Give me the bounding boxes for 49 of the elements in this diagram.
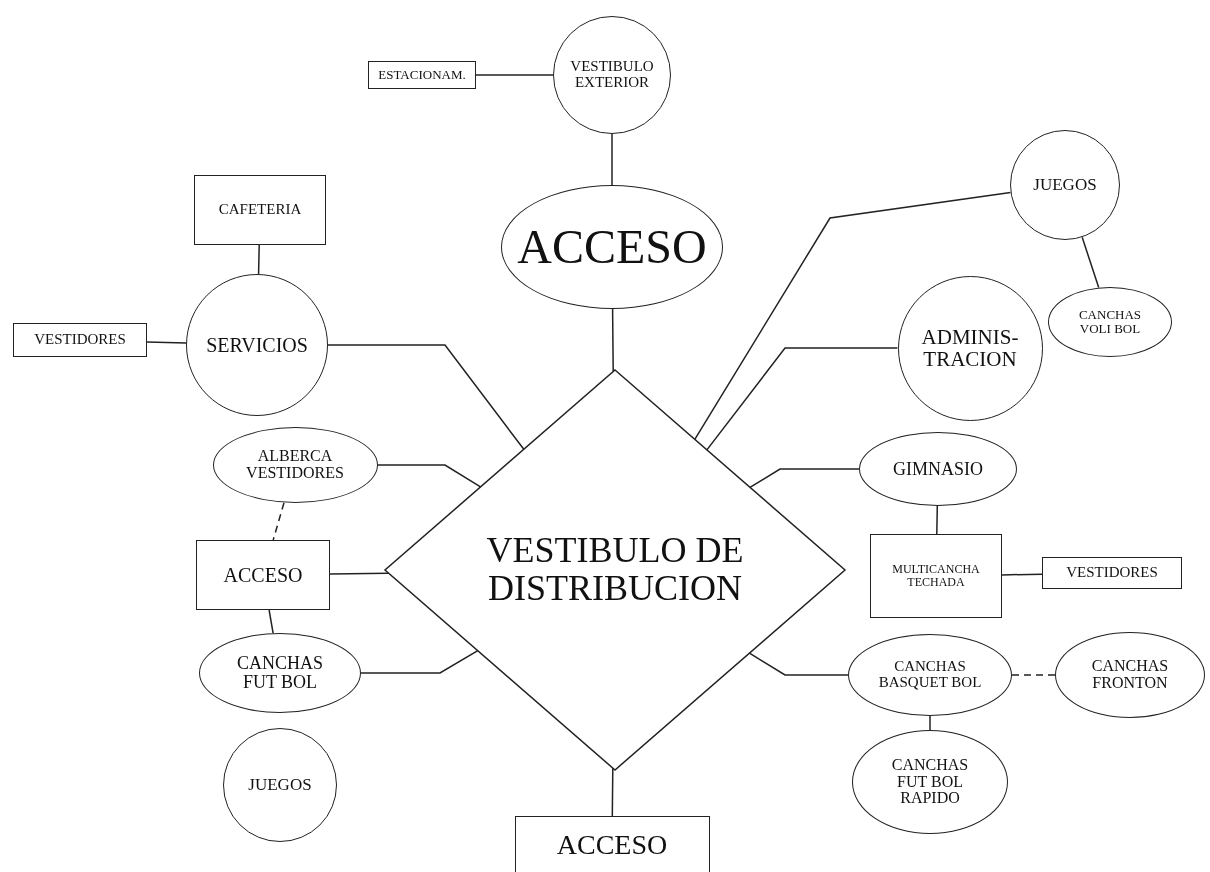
room-box <box>13 323 147 357</box>
node-label: CANCHAS VOLI BOL <box>1077 308 1143 336</box>
connector-line <box>694 191 1012 441</box>
node-label: ACCESO <box>223 564 303 586</box>
connector-line <box>1081 236 1100 289</box>
connector-line <box>611 308 614 373</box>
node-label: ESTACIONAM. <box>378 68 466 82</box>
connector-line <box>376 464 482 488</box>
connector-line <box>749 468 860 489</box>
room-box <box>194 175 326 245</box>
connector-line <box>611 133 613 186</box>
node-label: CANCHAS FUT BOL RAPIDO <box>890 756 970 808</box>
connector-line <box>360 649 479 674</box>
node-label: CANCHAS FRONTON <box>1090 658 1170 692</box>
connector-line <box>611 767 614 817</box>
node-label: ACCESO <box>556 830 668 860</box>
node-label: JUEGOS <box>1033 176 1097 194</box>
node-label: CANCHAS FUT BOL <box>236 654 324 692</box>
connector-line <box>329 572 390 575</box>
node-label: GIMNASIO <box>893 459 983 479</box>
connector-line <box>268 609 274 634</box>
node-label: ALBERCA VESTIDORES <box>245 448 345 482</box>
room-box <box>514 816 710 872</box>
connector-line <box>1001 573 1043 576</box>
node-label: VESTIBULO DE DISTRIBUCION <box>485 532 745 608</box>
connector-line <box>327 344 525 451</box>
room-box <box>870 534 1002 618</box>
room-box <box>1042 557 1182 589</box>
connector-line <box>272 501 285 541</box>
node-label: ADMINIS- TRACION <box>920 325 1020 371</box>
node-label: ACCESO <box>517 221 707 273</box>
connector-line <box>146 341 187 344</box>
node-label: VESTIBULO EXTERIOR <box>569 59 655 91</box>
node-label: CAFETERIA <box>218 202 302 218</box>
room-box <box>196 540 330 610</box>
connector-line <box>257 244 260 275</box>
node-label: VESTIDORES <box>1066 565 1158 581</box>
node-label: JUEGOS <box>248 776 312 794</box>
connector-line <box>929 715 931 731</box>
room-box <box>368 61 476 89</box>
node-label: SERVICIOS <box>206 334 308 356</box>
connector-line <box>748 652 849 676</box>
node-label: VESTIDORES <box>34 332 126 348</box>
connector-line <box>706 347 899 451</box>
connector-line <box>1011 674 1056 676</box>
node-label: MULTICANCHA TECHADA <box>891 563 981 589</box>
connector-line <box>475 74 554 76</box>
node-label: CANCHAS BASQUET BOL <box>877 659 983 691</box>
connector-line <box>936 505 939 535</box>
